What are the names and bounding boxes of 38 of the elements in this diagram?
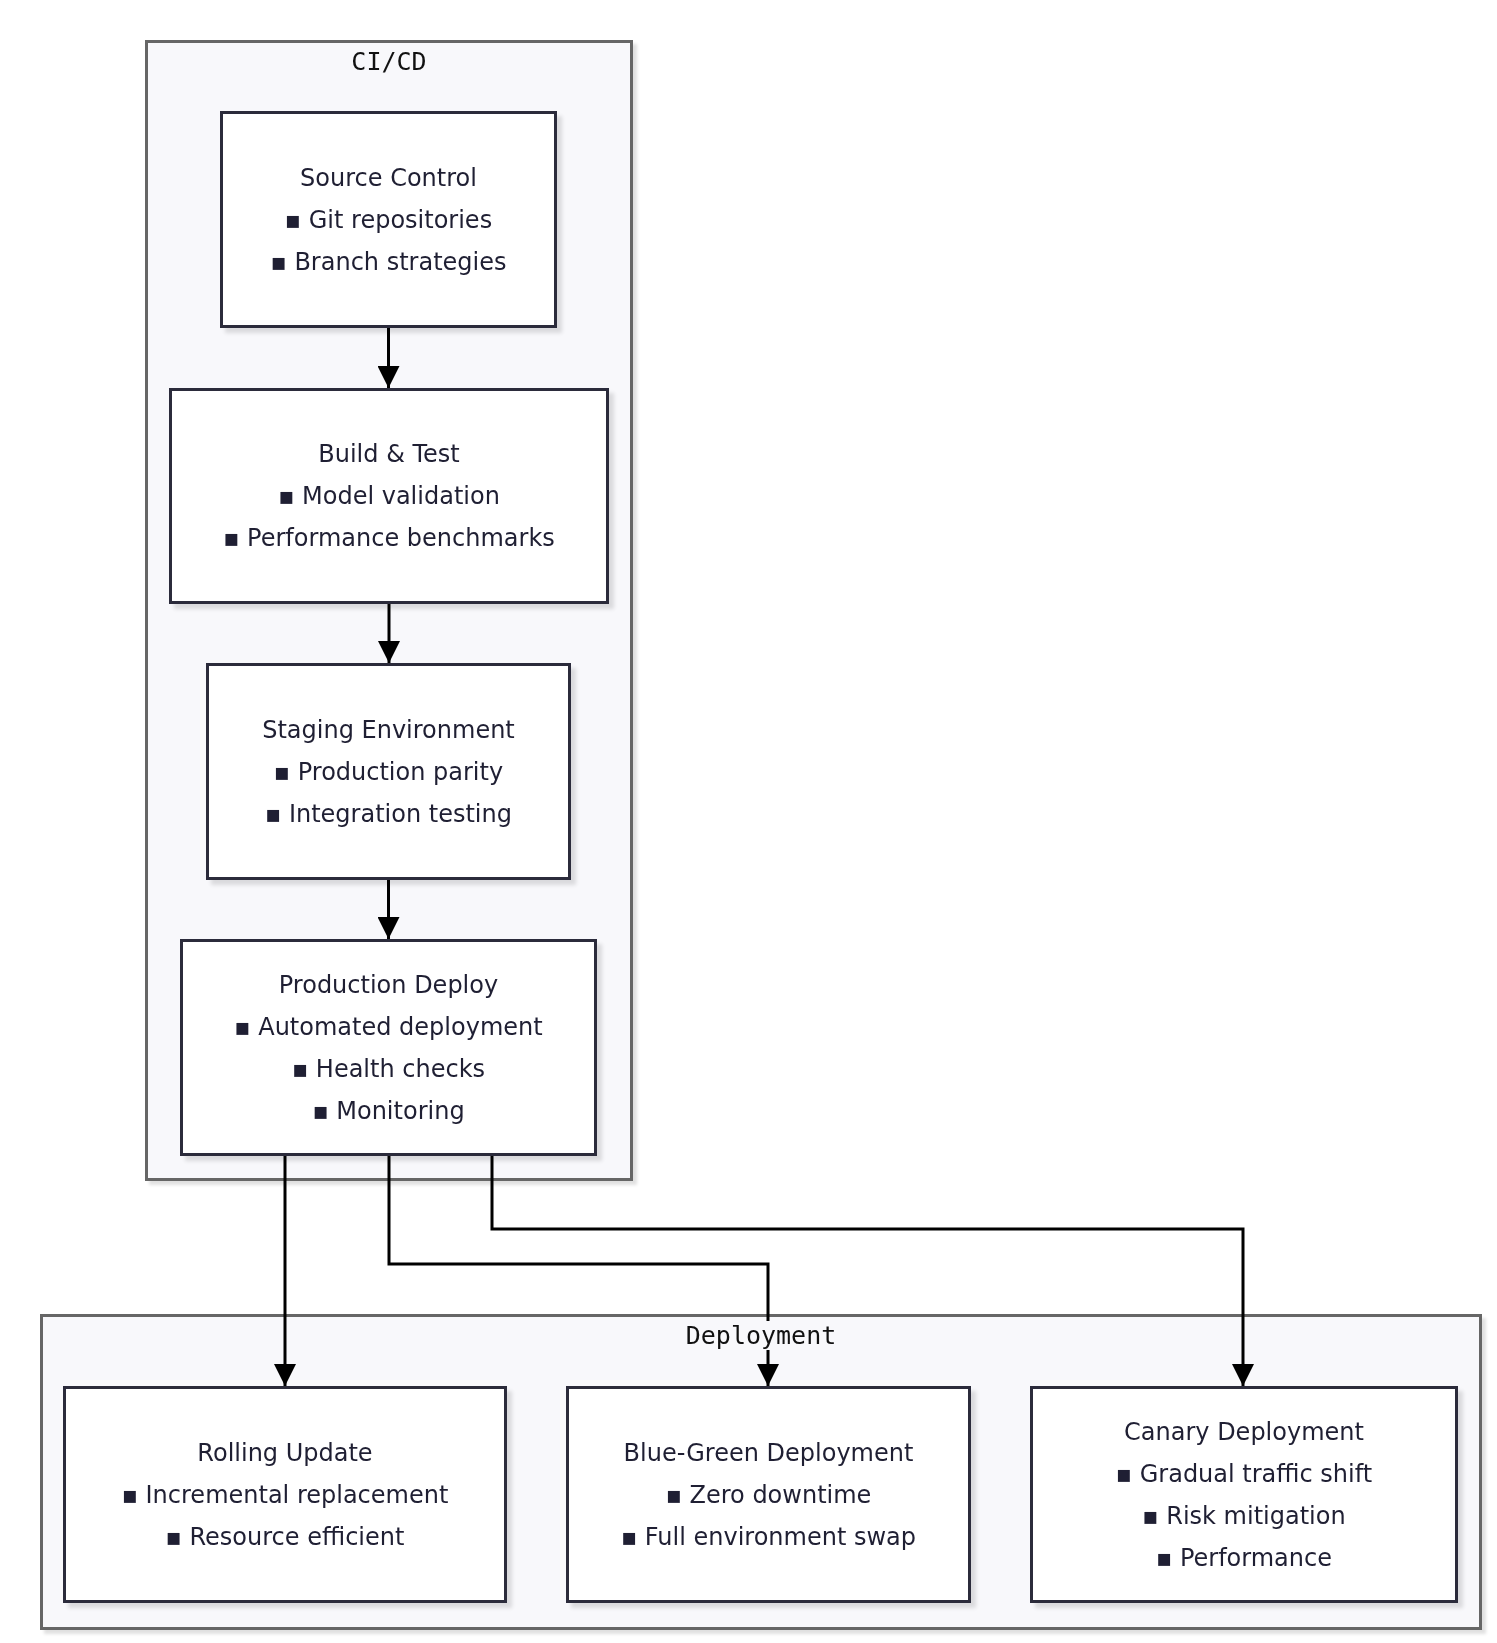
bullet-item: ▪ Performance benchmarks [223, 523, 555, 554]
process-box [566, 1386, 971, 1603]
node-title: Staging Environment [262, 714, 515, 746]
bullet-item: ▪ Monitoring [312, 1095, 465, 1127]
bullet-item: ▪ Zero downtime [665, 1479, 872, 1511]
node-title: Canary Deployment [1124, 1416, 1364, 1448]
bullet-item: ▪ Model validation [278, 481, 500, 512]
process-box [169, 388, 609, 604]
node-title: Build & Test [318, 439, 460, 470]
process-box [63, 1386, 507, 1603]
arrow [377, 880, 400, 939]
arrow [377, 328, 400, 388]
bullet-item: ▪ Resource efficient [165, 1521, 405, 1553]
bullet-item: ▪ Full environment swap [620, 1521, 917, 1553]
arrow [378, 604, 400, 663]
process-box [220, 111, 557, 328]
node-title: Source Control [300, 162, 477, 194]
node-title: Blue-Green Deployment [623, 1437, 914, 1469]
bullet-item: ▪ Git repositories [284, 204, 493, 236]
process-box [180, 939, 597, 1156]
process-box [206, 663, 571, 880]
group-container [40, 1314, 1482, 1630]
node-title: Production Deploy [278, 969, 499, 1001]
bullet-item: ▪ Risk mitigation [1142, 1500, 1346, 1532]
arrow [490, 1156, 1254, 1386]
bullet-item: ▪ Automated deployment [234, 1011, 543, 1043]
arrow [274, 1156, 296, 1386]
node-title: Rolling Update [197, 1437, 373, 1469]
bullet-item: ▪ Integration testing [265, 798, 512, 830]
bullet-item: ▪ Performance [1156, 1542, 1332, 1574]
bullet-item: ▪ Gradual traffic shift [1115, 1458, 1373, 1490]
bullet-item: ▪ Production parity [273, 756, 504, 788]
arrow [387, 1156, 779, 1386]
bullet-item: ▪ Branch strategies [270, 246, 507, 278]
group-container [145, 40, 633, 1181]
bullet-item: ▪ Health checks [291, 1053, 486, 1085]
process-box [1030, 1386, 1458, 1603]
bullet-item: ▪ Incremental replacement [121, 1479, 449, 1511]
